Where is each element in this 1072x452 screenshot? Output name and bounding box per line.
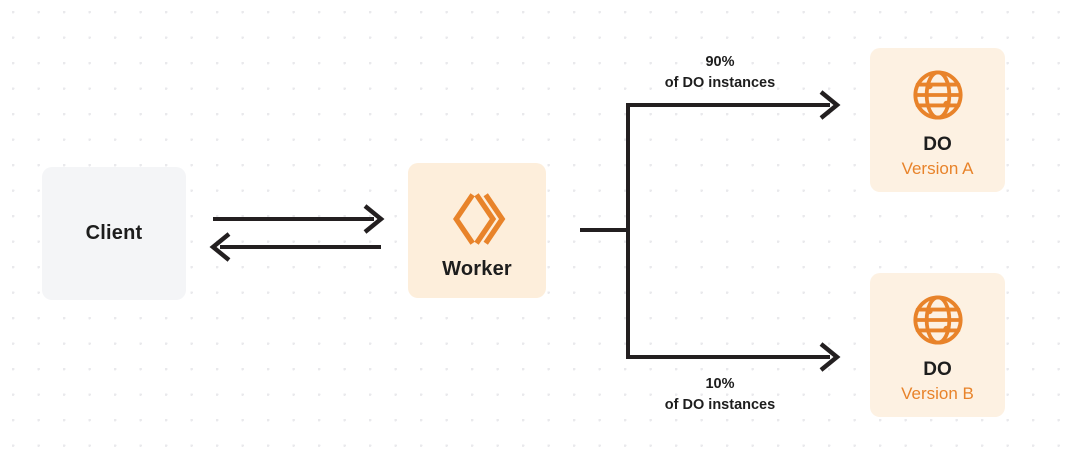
client-label: Client	[85, 222, 143, 244]
edge-worker-branch-trunk	[580, 105, 630, 357]
node-client[interactable]: Client	[42, 167, 186, 300]
edge-client-to-worker	[213, 204, 385, 234]
edge-label-do-a-percent: 90%	[705, 54, 735, 70]
do-a-subtitle: Version A	[901, 158, 974, 178]
do-b-subtitle: Version B	[901, 383, 974, 403]
edge-label-do-b-percent: 10%	[705, 376, 735, 392]
edge-label-do-b: 10% of DO instances	[628, 374, 812, 415]
cloudflare-workers-icon	[446, 188, 508, 250]
do-a-title: DO	[923, 134, 952, 156]
node-do-version-a[interactable]: DO Version A	[870, 48, 1005, 192]
edge-label-do-a-caption: of DO instances	[664, 74, 776, 91]
globe-icon	[909, 66, 967, 124]
edge-label-do-a: 90% of DO instances	[628, 52, 812, 93]
do-b-title: DO	[923, 359, 952, 381]
globe-icon	[909, 291, 967, 349]
node-do-version-b[interactable]: DO Version B	[870, 273, 1005, 417]
node-worker[interactable]: Worker	[408, 163, 546, 298]
edge-worker-to-client	[209, 232, 381, 262]
worker-label: Worker	[442, 258, 512, 280]
edge-worker-to-do-b	[626, 342, 841, 372]
edge-label-do-b-caption: of DO instances	[664, 396, 776, 413]
edge-worker-to-do-a	[626, 90, 841, 120]
